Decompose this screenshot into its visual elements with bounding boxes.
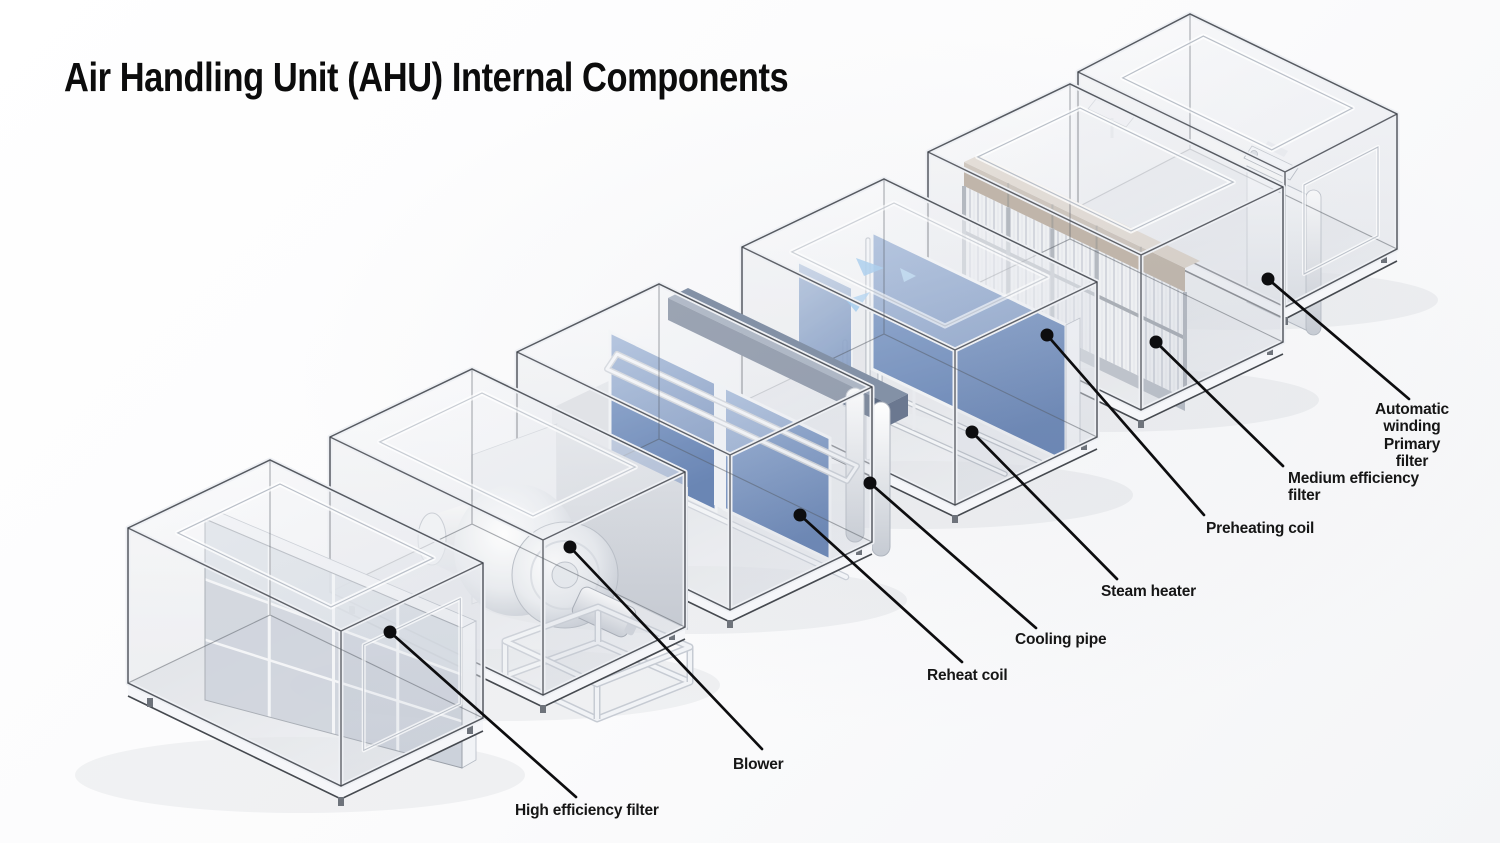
leader-lines xyxy=(383,272,1411,799)
leader-line-cooling-pipe xyxy=(868,481,1038,630)
leader-line-automatic-winding-primary-filter xyxy=(1266,277,1411,401)
leader-line-medium-efficiency-filter xyxy=(1154,340,1285,468)
leader-dot-preheating-coil xyxy=(1040,328,1054,342)
leader-line-high-efficiency-filter xyxy=(388,630,578,799)
leader-line-reheat-coil xyxy=(798,513,964,664)
leader-dot-steam-heater xyxy=(965,425,979,439)
section-hepa-filter xyxy=(125,457,486,806)
leader-line-steam-heater xyxy=(970,430,1119,581)
leader-dot-cooling-pipe xyxy=(863,476,877,490)
leader-line-preheating-coil xyxy=(1045,333,1206,517)
leader-dot-reheat-coil xyxy=(793,508,807,522)
leader-dot-high-efficiency-filter xyxy=(383,625,397,639)
leader-dot-medium-efficiency-filter xyxy=(1149,335,1163,349)
page-title: Air Handling Unit (AHU) Internal Compone… xyxy=(64,54,789,100)
leader-dot-blower xyxy=(563,540,577,554)
leader-line-blower xyxy=(568,545,764,751)
leader-dot-automatic-winding-primary-filter xyxy=(1261,272,1275,286)
